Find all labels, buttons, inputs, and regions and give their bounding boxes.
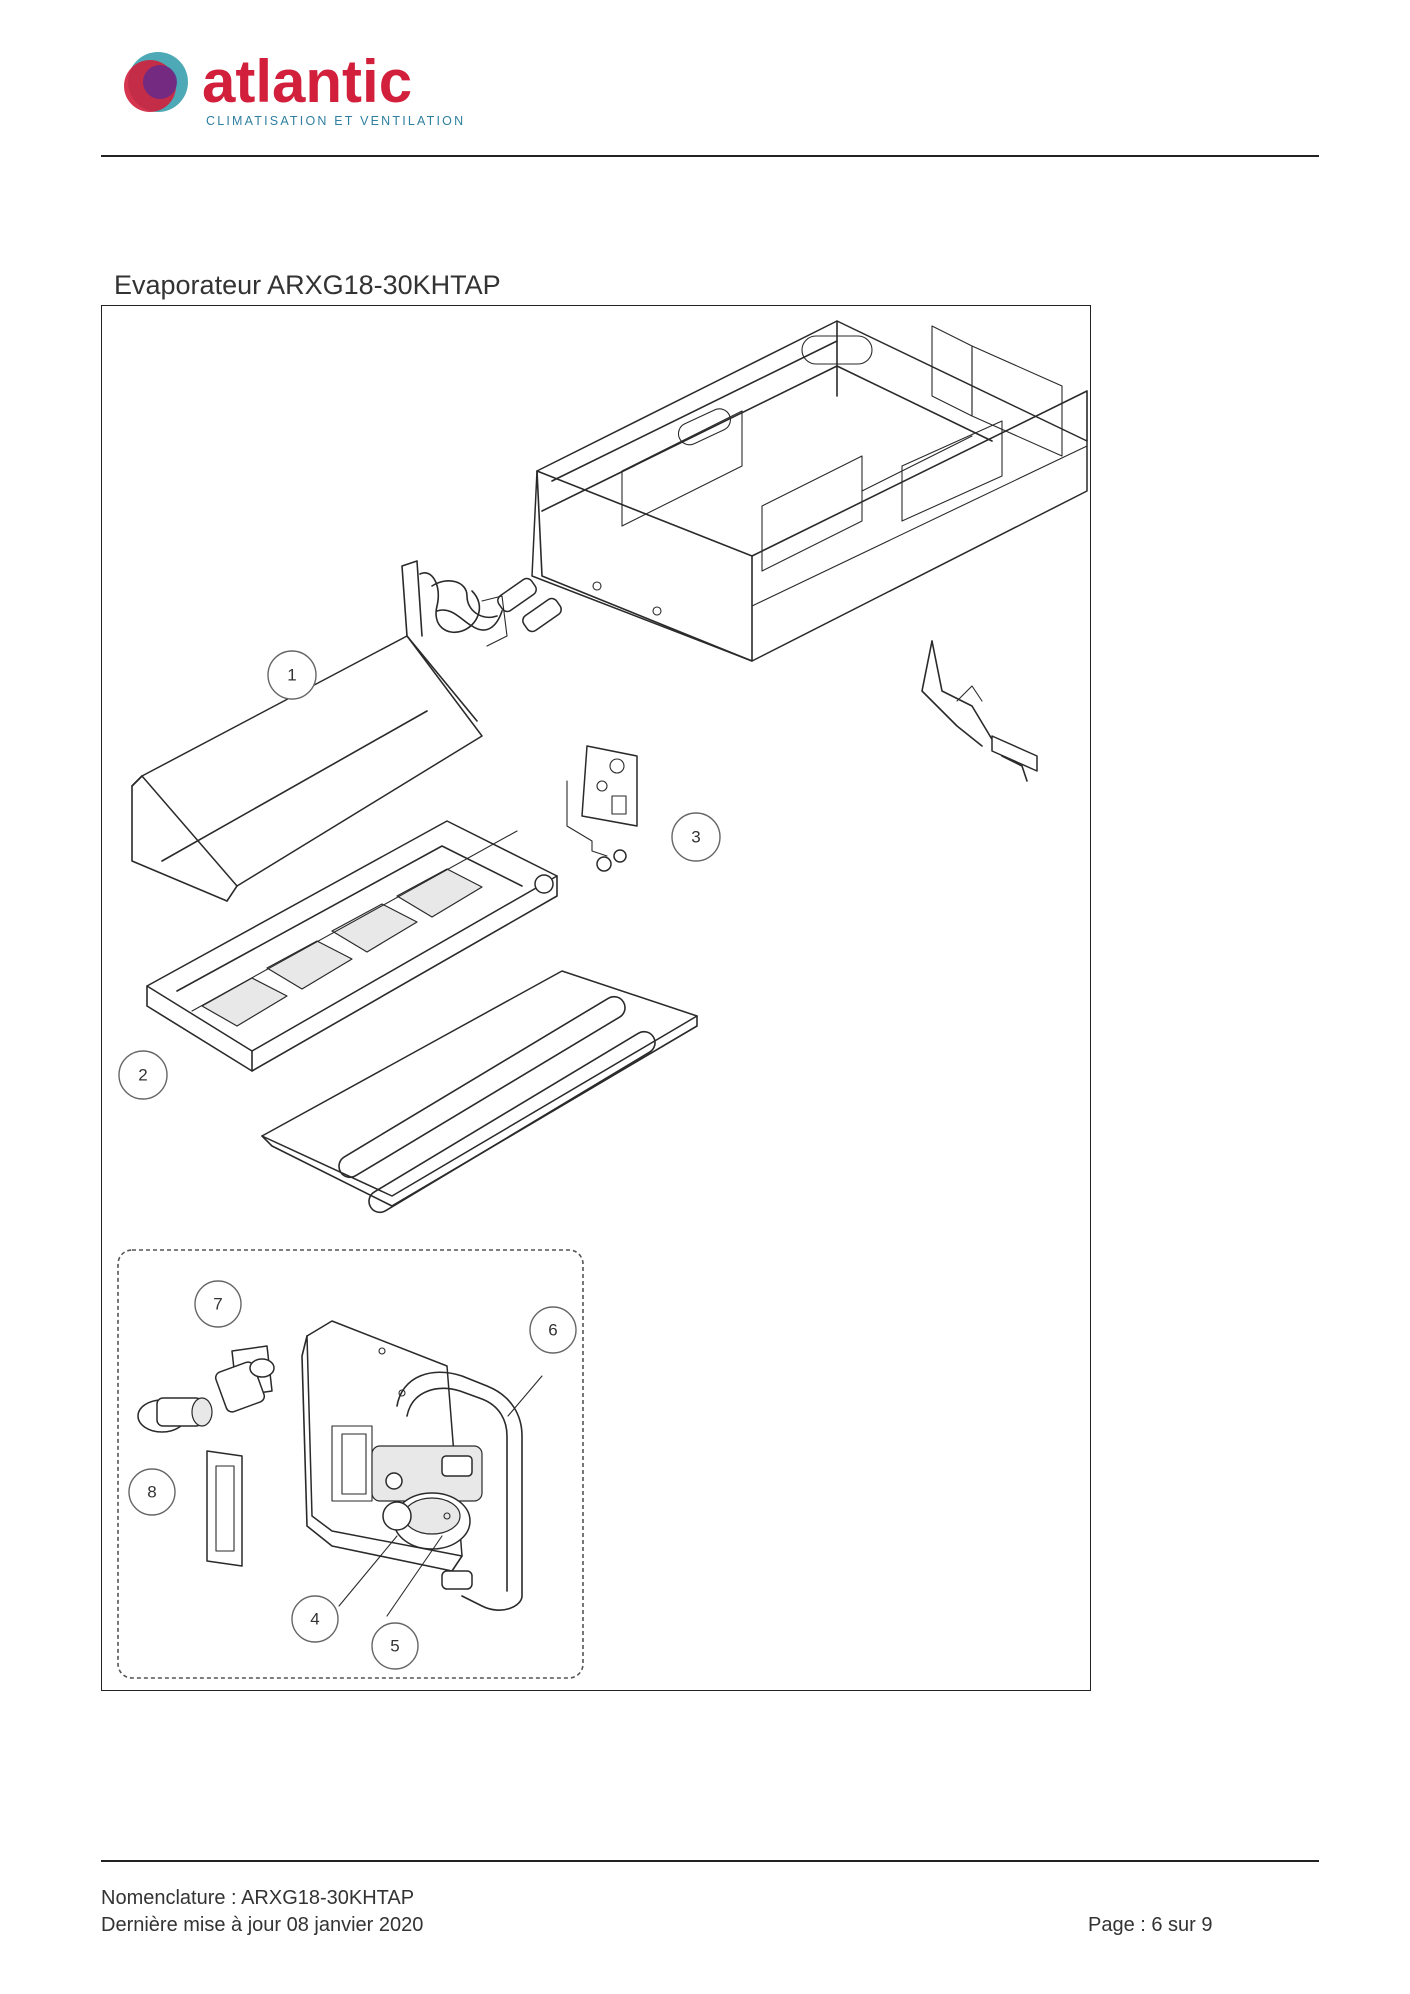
fan-wheels	[201, 868, 483, 1027]
svg-text:8: 8	[147, 1483, 156, 1502]
atlantic-logo: atlantic CLIMATISATION ET VENTILATION	[124, 48, 465, 128]
pump-assembly-detail	[301, 1320, 523, 1611]
svg-text:5: 5	[390, 1637, 399, 1656]
svg-text:7: 7	[213, 1295, 222, 1314]
callout-2: 2	[118, 1050, 168, 1100]
svg-text:6: 6	[548, 1321, 557, 1340]
drain-pump-bracket	[566, 745, 638, 872]
footer-updated-date: Dernière mise à jour 08 janvier 2020	[101, 1914, 424, 1936]
svg-text:3: 3	[691, 828, 700, 847]
brand-tagline: CLIMATISATION ET VENTILATION	[206, 114, 465, 128]
fan-tray-assembly	[146, 820, 558, 1072]
detail-box	[117, 1249, 584, 1679]
callout-8: 8	[128, 1468, 176, 1516]
footer-page-number: Page : 6 sur 9	[1088, 1914, 1213, 1936]
svg-text:4: 4	[310, 1610, 319, 1629]
svg-text:1: 1	[287, 666, 296, 685]
exploded-diagram: 1 2 3 4 5 6 7 8	[117, 320, 1088, 1679]
exploded-diagram-frame: 1 2 3 4 5 6 7 8	[101, 305, 1091, 1691]
evaporator-coil	[131, 560, 562, 902]
bottom-panel	[261, 970, 698, 1214]
svg-text:2: 2	[138, 1066, 147, 1085]
footer-rule	[101, 1860, 1319, 1862]
callout-3: 3	[671, 812, 721, 862]
page-title: Evaporateur ARXG18-30KHTAP	[114, 270, 501, 300]
logo-mark	[124, 52, 188, 112]
header-rule	[101, 155, 1319, 157]
brand-name: atlantic	[202, 48, 412, 115]
callout-4: 4	[291, 1595, 339, 1643]
unit-housing	[531, 320, 1088, 662]
callout-7: 7	[194, 1280, 242, 1328]
footer-nomenclature: Nomenclature : ARXG18-30KHTAP	[101, 1887, 415, 1909]
callout-1: 1	[267, 650, 317, 700]
pump-fittings-detail	[137, 1345, 275, 1567]
callout-5: 5	[371, 1622, 419, 1670]
leader-lines	[338, 1375, 543, 1617]
callout-6: 6	[529, 1306, 577, 1354]
side-bracket	[921, 640, 1038, 782]
